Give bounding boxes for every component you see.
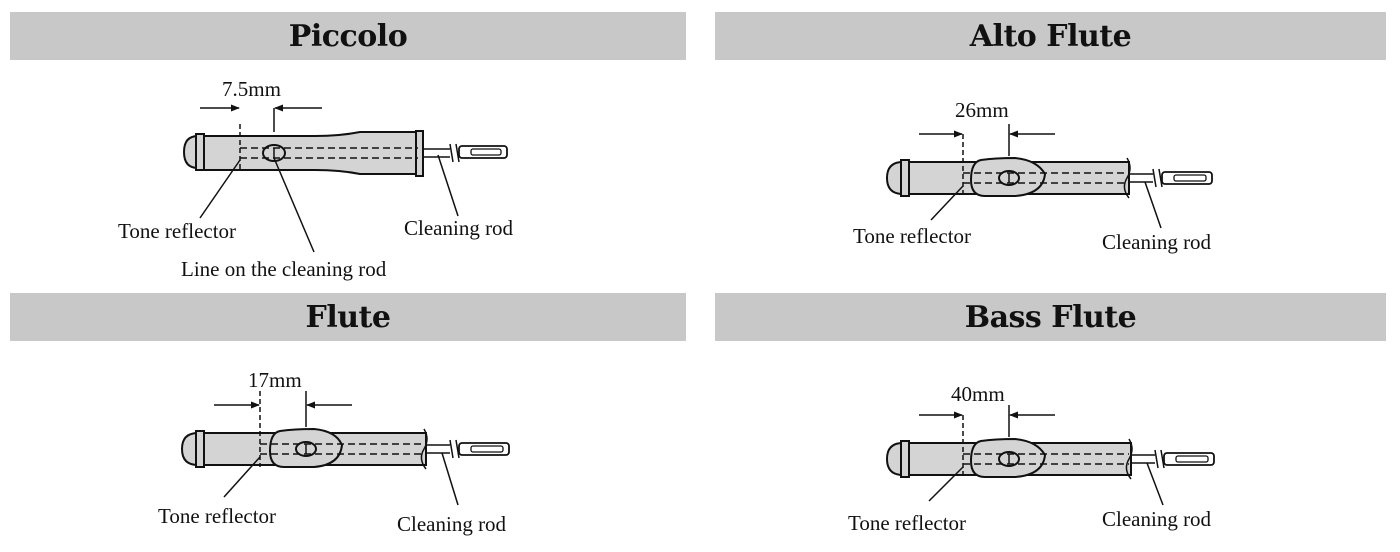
flute-diagram: 17mm Tone reflector Cleaning rod <box>158 368 510 536</box>
panel-title: Bass Flute <box>964 299 1137 335</box>
head-cap <box>885 160 904 196</box>
cleaning-rod-label: Cleaning rod <box>1102 230 1212 254</box>
tone-reflector-label: Tone reflector <box>158 504 276 528</box>
cleaning-rod-label: Cleaning rod <box>1102 507 1212 531</box>
measurement-label: 17mm <box>248 368 302 392</box>
alto-flute-diagram: 26mm Tone reflector Cleaning rod <box>853 98 1213 254</box>
panel-title: Alto Flute <box>969 18 1132 54</box>
measurement-label: 26mm <box>955 98 1009 122</box>
panel-piccolo: Piccolo 7.5mm Tone reflector Cleaning <box>10 12 686 282</box>
panel-header-alto-flute: Alto Flute <box>715 12 1386 60</box>
panel-alto-flute: Alto Flute 26mm Tone reflector Cleaning … <box>715 12 1386 282</box>
head-ring <box>195 430 205 468</box>
cleaning-rod-label: Cleaning rod <box>397 512 507 536</box>
panel-title: Flute <box>305 299 391 335</box>
tenon-ring <box>415 130 424 177</box>
measurement-label: 7.5mm <box>222 77 281 101</box>
tone-reflector-label: Tone reflector <box>118 219 236 243</box>
tone-reflector-label: Tone reflector <box>853 224 971 248</box>
head-ring <box>195 133 205 171</box>
head-cap <box>182 134 199 170</box>
head-cap <box>180 431 199 467</box>
tone-reflector-label: Tone reflector <box>848 511 966 535</box>
head-cap <box>885 441 904 477</box>
instrument-body <box>203 131 417 175</box>
panel-header-bass-flute: Bass Flute <box>715 293 1386 341</box>
piccolo-diagram: 7.5mm Tone reflector Cleaning rod Line o… <box>118 77 514 281</box>
panel-title: Piccolo <box>288 18 408 54</box>
panel-flute: Flute 17mm Tone reflector Cleaning rod <box>10 293 686 552</box>
head-ring <box>900 159 910 197</box>
panel-header-piccolo: Piccolo <box>10 12 686 60</box>
measurement-label: 40mm <box>951 382 1005 406</box>
panel-bass-flute: Bass Flute 40mm Tone reflector Cleaning … <box>715 293 1386 552</box>
panel-header-flute: Flute <box>10 293 686 341</box>
line-on-rod-label: Line on the cleaning rod <box>181 257 387 281</box>
cleaning-rod-label: Cleaning rod <box>404 216 514 240</box>
bass-flute-diagram: 40mm Tone reflector Cleaning rod <box>848 382 1215 535</box>
head-ring <box>900 440 910 478</box>
